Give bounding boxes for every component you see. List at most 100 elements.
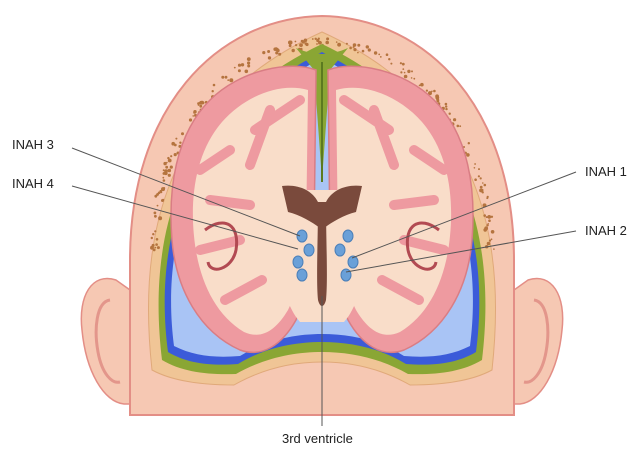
skull-dot (150, 246, 154, 250)
skull-dot (212, 90, 214, 92)
skull-dot (179, 142, 181, 144)
skull-dot (198, 104, 200, 106)
skull-dot (238, 64, 241, 67)
skull-dot (478, 175, 480, 177)
skull-dot (199, 105, 202, 108)
skull-dot (491, 230, 495, 234)
left-ear (81, 278, 132, 404)
skull-dot (374, 51, 377, 54)
skull-dot (480, 186, 483, 189)
skull-dot (489, 240, 491, 242)
skull-dot (316, 43, 318, 45)
skull-dot (426, 90, 428, 92)
skull-dot (162, 177, 164, 179)
skull-dot (157, 205, 159, 207)
skull-dot (275, 48, 278, 51)
nucleus-left-2 (304, 244, 314, 256)
skull-dot (227, 79, 229, 81)
skull-dot (353, 48, 356, 51)
skull-dot (325, 41, 329, 45)
skull-dot (474, 167, 476, 169)
skull-dot (483, 214, 486, 217)
skull-dot (433, 90, 436, 93)
skull-dot (445, 103, 448, 106)
skull-dot (388, 58, 390, 60)
skull-dot (262, 51, 265, 54)
nucleus-right-2 (335, 244, 345, 256)
skull-dot (193, 111, 196, 114)
skull-dot (175, 138, 177, 140)
skull-dot (453, 118, 456, 121)
skull-dot (167, 157, 169, 159)
skull-dot (192, 115, 194, 117)
skull-dot (295, 44, 297, 46)
skull-dot (482, 191, 484, 193)
skull-dot (163, 187, 165, 189)
skull-dot (336, 41, 338, 43)
third-ventricle-shape (317, 202, 327, 306)
skull-dot (480, 177, 482, 179)
label-inah2: INAH 2 (585, 224, 627, 237)
right-ear (512, 278, 563, 404)
skull-dot (478, 168, 480, 170)
skull-dot (349, 47, 352, 50)
skull-dot (241, 63, 244, 66)
skull-dot (267, 50, 270, 53)
skull-dot (229, 78, 233, 82)
skull-dot (484, 229, 486, 231)
skull-dot (482, 182, 484, 184)
skull-dot (247, 61, 250, 64)
skull-dot (378, 54, 380, 56)
skull-dot (151, 237, 153, 239)
skull-dot (431, 91, 433, 93)
skull-dot (386, 53, 389, 56)
skull-dot (154, 247, 156, 249)
skull-dot (357, 44, 360, 47)
skull-dot (486, 224, 488, 226)
skull-dot (449, 113, 451, 115)
skull-dot (170, 155, 172, 157)
skull-dot (319, 41, 322, 44)
skull-dot (468, 142, 470, 144)
skull-dot (362, 50, 365, 53)
skull-dot (245, 70, 249, 74)
skull-dot (302, 40, 305, 43)
skull-dot (155, 243, 158, 246)
skull-dot (165, 166, 168, 169)
skull-dot (289, 44, 292, 47)
skull-dot (366, 45, 369, 48)
skull-dot (278, 53, 281, 56)
skull-dot (484, 184, 487, 187)
skull-dot (457, 125, 460, 128)
skull-dot (407, 70, 410, 73)
skull-dot (247, 57, 251, 61)
skull-dot (292, 49, 295, 52)
skull-dot (380, 56, 382, 58)
skull-dot (174, 144, 177, 147)
skull-dot (268, 56, 271, 59)
nucleus-left-1 (297, 230, 307, 242)
skull-dot (301, 48, 303, 50)
skull-dot (487, 243, 489, 245)
skull-dot (312, 38, 314, 40)
skull-dot (491, 238, 493, 240)
label-inah1: INAH 1 (585, 165, 627, 178)
skull-dot (491, 216, 493, 218)
skull-dot (474, 178, 477, 181)
skull-dot (445, 105, 447, 107)
skull-dot (189, 118, 192, 121)
skull-dot (170, 166, 173, 169)
skull-dot (162, 199, 164, 201)
skull-dot (487, 215, 491, 219)
skull-dot (337, 43, 341, 47)
skull-dot (411, 77, 413, 79)
skull-dot (152, 233, 154, 235)
skull-dot (156, 238, 159, 241)
skull-dot (168, 174, 171, 177)
skull-dot (404, 72, 406, 74)
skull-dot (299, 43, 303, 47)
nucleus-left-3 (293, 256, 303, 268)
skull-dot (234, 67, 236, 69)
